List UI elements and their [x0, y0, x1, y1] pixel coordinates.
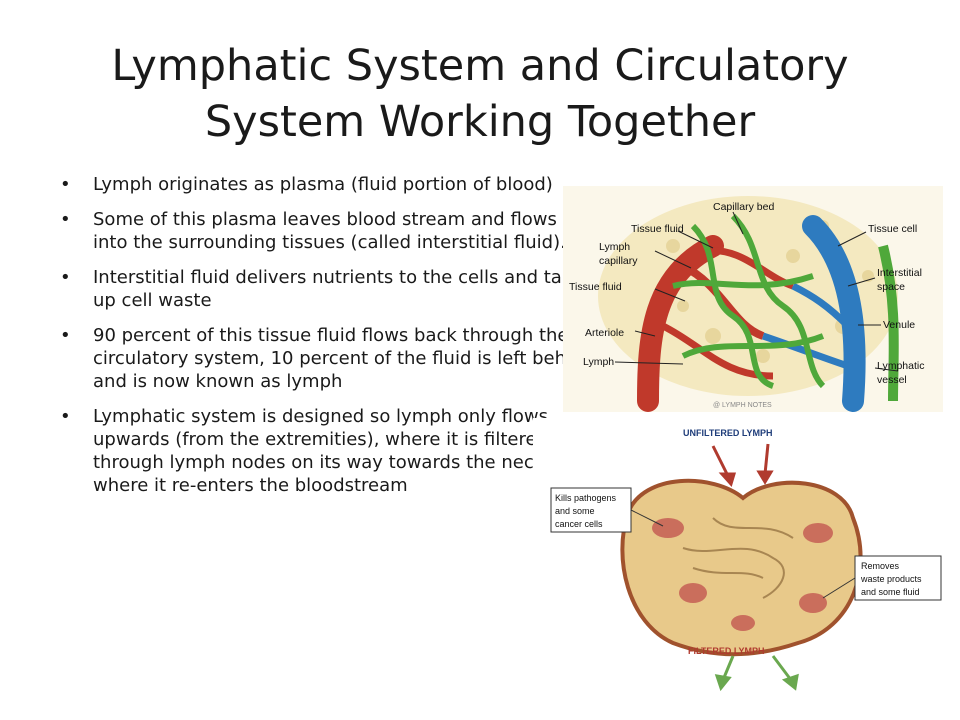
- label-vessel: vessel: [877, 374, 907, 386]
- label-unfiltered-lymph: UNFILTERED LYMPH: [683, 428, 773, 438]
- bullet-text: 90 percent of this tissue fluid flows ba…: [93, 325, 594, 392]
- bullet-dot: •: [60, 325, 71, 346]
- callout-removes-line-1: Removes: [861, 561, 900, 571]
- label-tissue-cell: Tissue cell: [868, 223, 917, 235]
- label-space: space: [877, 281, 905, 293]
- incoming-arrows: [711, 443, 774, 487]
- label-interstitial: Interstitial: [877, 267, 922, 279]
- bullet-item: • 90 percent of this tissue fluid flows …: [60, 324, 595, 393]
- label-filtered-lymph: FILTERED LYMPH: [688, 646, 765, 656]
- bullet-text: Interstitial fluid delivers nutrients to…: [93, 267, 593, 311]
- bullet-item: • Lymph originates as plasma (fluid porti…: [60, 173, 595, 196]
- label-arteriole: Arteriole: [585, 327, 624, 339]
- label-venule: Venule: [883, 319, 915, 331]
- bullet-item: • Some of this plasma leaves blood stream…: [60, 208, 595, 254]
- figure-credit: @ LYMPH NOTES: [713, 402, 772, 409]
- bullet-text: Some of this plasma leaves blood stream …: [93, 209, 566, 253]
- lymph-node-figure: UNFILTERED LYMPH: [533, 418, 943, 694]
- title-line-1: Lymphatic System and Circulatory: [111, 41, 849, 91]
- label-lymph: Lymph: [599, 241, 630, 253]
- bullet-dot: •: [60, 267, 71, 288]
- label-lymphatic: Lymphatic: [877, 360, 924, 372]
- callout-removes-line-3: and some fluid: [861, 587, 920, 597]
- label-tissue-fluid-top: Tissue fluid: [631, 223, 684, 235]
- bullet-item: • Interstitial fluid delivers nutrients t…: [60, 266, 595, 312]
- slide-title: Lymphatic System and Circulatory System …: [40, 38, 920, 150]
- venule-vessel: [802, 215, 866, 412]
- title-line-2: System Working Together: [204, 97, 756, 147]
- bullet-list: • Lymph originates as plasma (fluid porti…: [60, 173, 595, 509]
- bullet-text: Lymphatic system is designed so lymph on…: [93, 406, 549, 496]
- capillary-bed-figure: Capillary bed Tissue fluid Lymph capilla…: [563, 186, 943, 412]
- callout-removes-line-2: waste products: [860, 574, 922, 584]
- label-lymph-bottom: Lymph: [583, 356, 614, 368]
- label-capillary: capillary: [599, 255, 638, 267]
- callout-kills-line-2: and some: [555, 506, 595, 516]
- bullet-dot: •: [60, 406, 71, 427]
- callout-kills-line-3: cancer cells: [555, 519, 603, 529]
- lymph-capillaries: [672, 213, 826, 389]
- outgoing-arrows: [714, 655, 799, 692]
- callout-kills-pathogens: [550, 487, 632, 533]
- label-capillary-bed: Capillary bed: [713, 201, 774, 213]
- bullet-dot: •: [60, 174, 71, 195]
- label-tissue-fluid-mid: Tissue fluid: [569, 281, 622, 293]
- lymphatic-vessel: [878, 244, 899, 402]
- bullet-dot: •: [60, 209, 71, 230]
- callout-removes-waste: [854, 555, 942, 601]
- bullet-item: • Lymphatic system is designed so lymph o…: [60, 405, 595, 497]
- callout-kills-line-1: Kills pathogens: [555, 493, 617, 503]
- arteriole-vessel: [637, 235, 724, 412]
- bullet-text: Lymph originates as plasma (fluid portio…: [93, 174, 553, 195]
